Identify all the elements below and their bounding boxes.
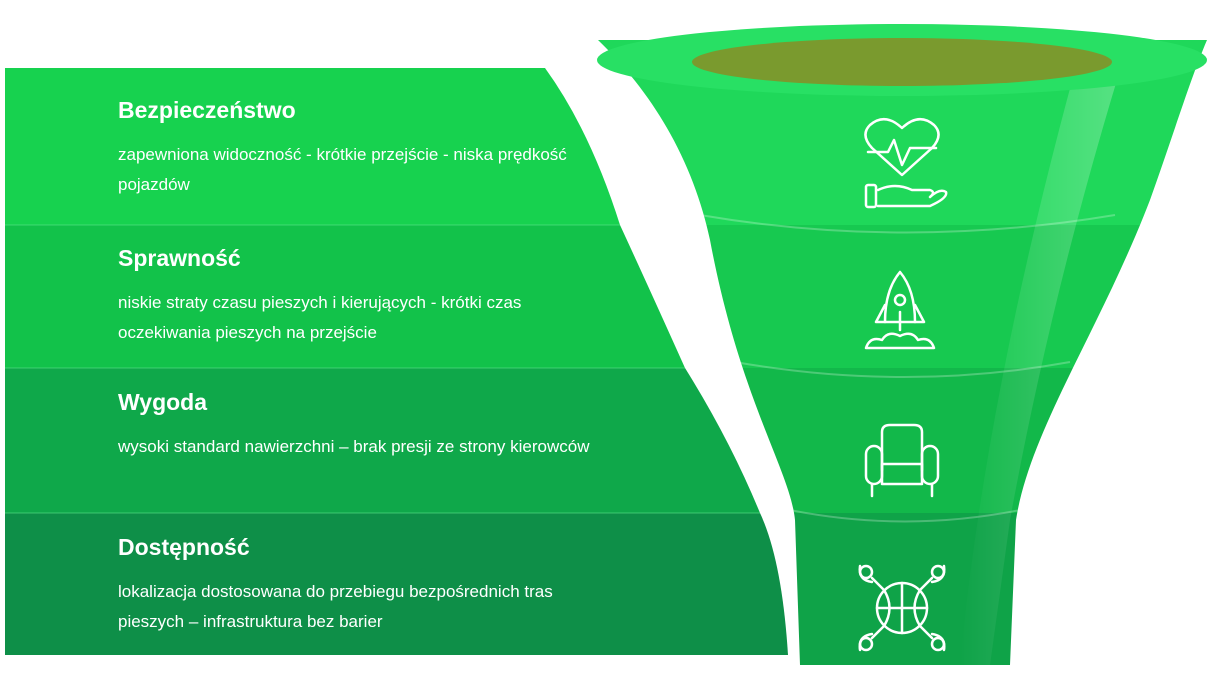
- level-description: zapewniona widoczność - krótkie przejści…: [118, 145, 567, 194]
- level-description: wysoki standard nawierzchni – brak presj…: [118, 437, 590, 456]
- heart-pulse-hand-icon: [864, 118, 948, 209]
- level-description: niskie straty czasu pieszych i kierujący…: [118, 293, 522, 342]
- level-dostepnosc: Dostępność lokalizacja dostosowana do pr…: [118, 533, 638, 637]
- band-dostepnosc: [5, 513, 788, 655]
- level-title: Dostępność: [118, 534, 250, 560]
- funnel-section-2: [598, 225, 1207, 368]
- band-bezpieczenstwo: [5, 68, 620, 225]
- level-title: Bezpieczeństwo: [118, 97, 296, 123]
- armchair-icon: [864, 423, 940, 498]
- funnel-highlight: [960, 65, 1120, 665]
- band-sprawnosc: [5, 225, 685, 368]
- funnel-rim-inner: [692, 38, 1112, 86]
- level-description: lokalizacja dostosowana do przebiegu bez…: [118, 582, 553, 631]
- band-wygoda: [5, 368, 760, 513]
- level-title: Wygoda: [118, 389, 208, 415]
- rocket-icon: [864, 270, 936, 350]
- level-sprawnosc: Sprawność niskie straty czasu pieszych i…: [118, 244, 638, 348]
- level-wygoda: Wygoda wysoki standard nawierzchni – bra…: [118, 388, 638, 462]
- level-title: Sprawność: [118, 245, 241, 271]
- network-globe-icon: [858, 564, 946, 652]
- level-bezpieczenstwo: Bezpieczeństwo zapewniona widoczność - k…: [118, 96, 638, 200]
- left-bands: [5, 68, 788, 655]
